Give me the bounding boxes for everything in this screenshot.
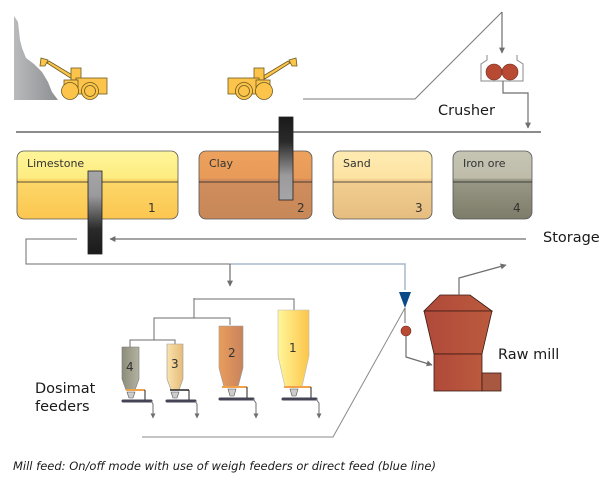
flow-arrow xyxy=(458,263,507,295)
bin-number: 1 xyxy=(148,201,156,215)
bin-number: 4 xyxy=(513,201,521,215)
bin-name: Clay xyxy=(209,157,233,170)
dosimat-feeder-1: 1 xyxy=(277,309,322,419)
raw-mill-label: Raw mill xyxy=(498,347,559,363)
bin-name: Limestone xyxy=(27,157,84,170)
storage-bin-clay: Clay 2 xyxy=(198,150,313,220)
quarry-rock-icon xyxy=(14,16,58,100)
feeder-number: 2 xyxy=(228,346,236,360)
direct-feed-arrow-icon xyxy=(399,292,411,308)
feed-valve-icon xyxy=(400,325,412,337)
feeder-number: 1 xyxy=(289,341,297,355)
crusher-label: Crusher xyxy=(438,103,495,119)
feeder-number: 3 xyxy=(171,357,179,371)
storage-label: Storage xyxy=(543,230,600,246)
bin-name: Iron ore xyxy=(463,157,506,170)
dosimat-feeder-3: 3 xyxy=(165,343,200,419)
conveyor-line xyxy=(303,11,503,100)
flow-arrow xyxy=(405,336,433,367)
feeder-number: 4 xyxy=(126,360,134,374)
collecting-belt-line xyxy=(142,307,406,438)
flow-arrow xyxy=(502,81,531,129)
storage-bin-iron-ore: Iron ore 4 xyxy=(452,150,533,220)
feeder-distribution-lines xyxy=(129,298,295,355)
figure-caption: Mill feed: On/off mode with use of weigh… xyxy=(13,459,436,473)
direct-feed-line xyxy=(230,263,406,290)
dosimat-label-line1: Dosimat xyxy=(35,381,96,397)
bin-number: 3 xyxy=(415,201,423,215)
reclaimer-pipe xyxy=(87,170,103,255)
dosimat-feeder-4: 4 xyxy=(121,346,156,419)
dosimat-feeder-2: 2 xyxy=(218,325,259,419)
stacker-pipe xyxy=(278,116,294,201)
reclaim-line xyxy=(25,238,230,265)
wheel-loader-icon xyxy=(39,57,108,100)
bin-number: 2 xyxy=(297,201,305,215)
raw-mill-icon xyxy=(423,294,502,392)
storage-bin-sand: Sand 3 xyxy=(332,150,433,220)
bin-name: Sand xyxy=(343,157,371,170)
wheel-loader-icon xyxy=(227,57,298,100)
dosimat-label-line2: feeders xyxy=(35,399,90,415)
crusher-icon xyxy=(480,55,524,82)
